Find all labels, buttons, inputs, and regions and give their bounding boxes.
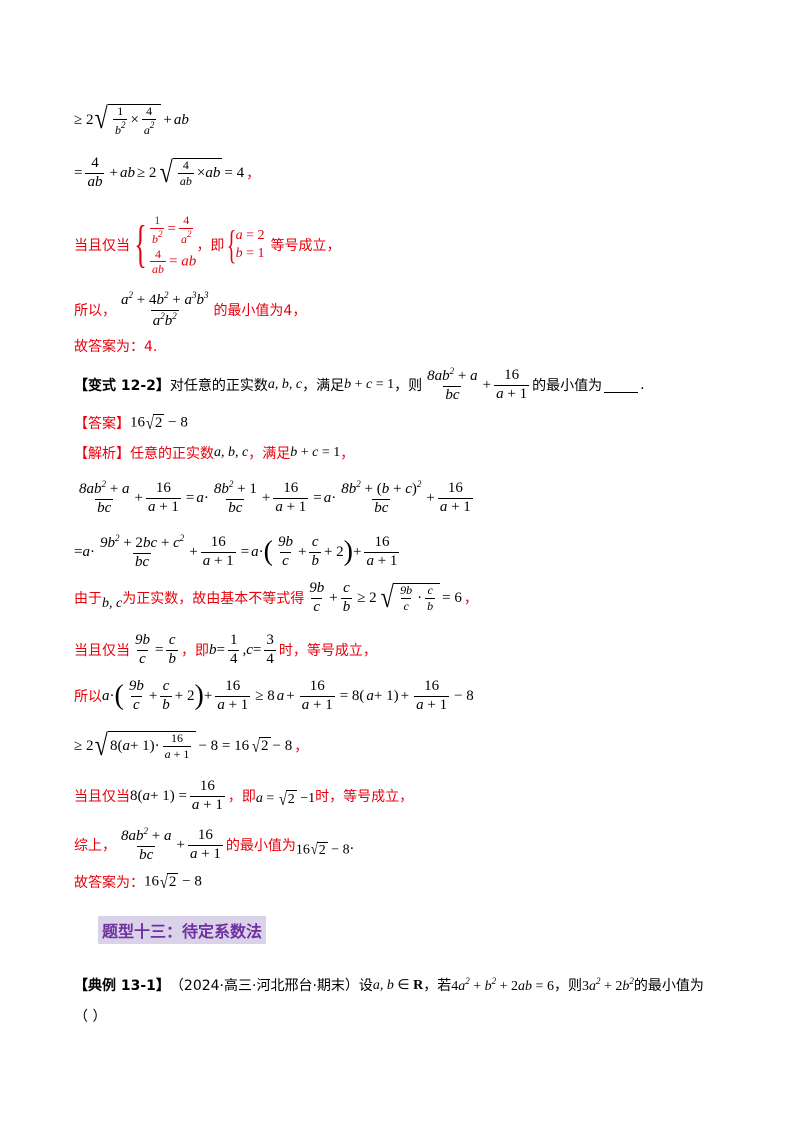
- shi-deng-text-2: 时，等号成立，: [315, 789, 414, 805]
- example-options: （ ）: [74, 986, 106, 1046]
- dang-text: 当且仅当: [74, 238, 130, 254]
- example-question: 【典例 13-1】 （2024·高三·河北邢台·期末）设 a, b ∈ R ，若…: [74, 975, 704, 995]
- final-answer-text: 故答案为：: [74, 875, 144, 891]
- answer-text-1: 故答案为：4.: [74, 339, 158, 355]
- so-yi-text: 所以，: [74, 303, 116, 319]
- dang-text-3: 当且仅当: [74, 789, 130, 805]
- ji-text: ，即: [196, 238, 225, 254]
- example-text-2: ，若: [423, 978, 452, 994]
- ji-text-3: ，即: [227, 789, 256, 805]
- min-is-text: 的最小值为: [225, 838, 296, 854]
- min-4-text: 的最小值为4，: [213, 303, 307, 319]
- variant-text-2: ，满足: [302, 378, 345, 394]
- final-answer-line: 故答案为： 16√2 − 8: [74, 872, 202, 892]
- analysis-text-1: 任意的正实数: [130, 446, 214, 462]
- answer-label: 【答案】: [74, 416, 130, 432]
- analysis-text-2: ，满足: [248, 446, 291, 462]
- answer-row: 【答案】 16√2 − 8: [74, 413, 188, 433]
- variant-text-4: 的最小值为: [532, 378, 603, 394]
- example-paren: （ ）: [74, 1009, 107, 1025]
- min-value-line: 所以， a2 + 4b2 + a3b3 a2b2 的最小值为4，: [74, 289, 307, 329]
- ji-text-2: ，即: [180, 643, 209, 659]
- so-text: 所以: [74, 689, 102, 705]
- dang-text-2: 当且仅当: [74, 643, 130, 659]
- answer-line-1: 故答案为：4.: [74, 316, 157, 376]
- variant-question: 【变式 12-2】 对任意的正实数 a, b, c ，满足 b + c = 1 …: [74, 365, 645, 403]
- comma-text: ，: [246, 166, 261, 182]
- analysis-row: 【解析】 任意的正实数 a, b, c ，满足 b + c = 1 ，: [74, 445, 355, 462]
- example-text-4: 的最小值为: [633, 978, 704, 994]
- since-text: 由于: [74, 591, 102, 607]
- example-source: （2024·高三·河北邢台·期末）设: [169, 978, 373, 994]
- example-label: 【典例 13-1】: [74, 978, 170, 994]
- example-text-3: ，则: [553, 978, 582, 994]
- deng-cheng-text: 等号成立，: [270, 238, 341, 254]
- variant-text-3: ，则: [394, 378, 423, 394]
- answer-blank: [604, 378, 639, 393]
- variant-text-1: 对任意的正实数: [169, 378, 268, 394]
- analysis-label: 【解析】: [74, 446, 130, 462]
- shi-deng-text: 时，等号成立，: [278, 643, 377, 659]
- summary-text: 综上，: [74, 838, 116, 854]
- section-heading: 题型十三：待定系数法: [98, 916, 266, 944]
- variant-label: 【变式 12-2】: [74, 378, 170, 394]
- positive-text: 为正实数，故由基本不等式得: [122, 591, 305, 607]
